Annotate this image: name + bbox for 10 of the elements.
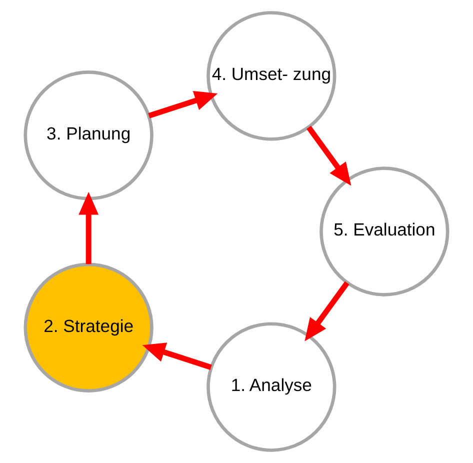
node-circle: 2. Strategie (24, 262, 154, 392)
arrow (78, 192, 99, 264)
arrow (142, 342, 212, 370)
node-circle: 4. Umset- zung (206, 11, 336, 141)
node-circle: 3. Planung (24, 70, 154, 200)
arrow (304, 281, 350, 342)
node-circle: 1. Analyse (206, 322, 336, 452)
node-circle: 5. Evaluation (320, 166, 450, 296)
arrow (148, 91, 218, 118)
arrow (306, 126, 352, 186)
